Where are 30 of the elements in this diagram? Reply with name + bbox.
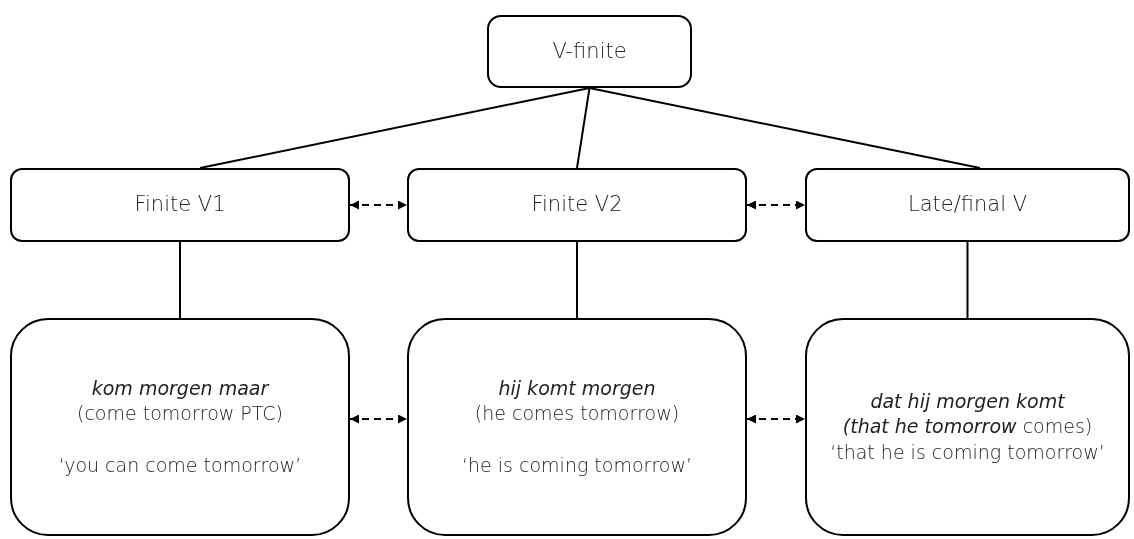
connector-line	[588, 87, 981, 169]
category-box	[407, 168, 747, 242]
example-sentence: hij komt morgen	[498, 375, 656, 401]
gloss-text: (he comes tomorrow)	[474, 401, 680, 427]
translation-text: ‘that he is coming tomorrow’	[830, 439, 1105, 465]
example-box	[805, 318, 1130, 536]
category-box	[10, 168, 350, 242]
example-sentence: kom morgen maar	[91, 375, 269, 401]
gloss-text: (that he tomorrow comes)	[842, 414, 1093, 440]
category-label: Late/final V	[907, 191, 1028, 219]
double-arrow	[349, 414, 408, 424]
category-label: Finite V2	[531, 191, 623, 219]
double-arrow	[746, 200, 806, 210]
translation-text: ‘you can come tomorrow’	[58, 452, 302, 478]
category-box	[487, 15, 692, 88]
connector-line	[199, 87, 591, 169]
connector-line	[576, 241, 578, 319]
gloss-text: (come tomorrow PTC)	[77, 401, 283, 427]
category-label: Finite V1	[134, 191, 226, 219]
connector-line	[576, 87, 591, 169]
connector-line	[179, 241, 181, 319]
example-box	[10, 318, 350, 536]
translation-text: ‘he is coming tomorrow’	[462, 452, 692, 478]
connector-line	[966, 241, 969, 319]
double-arrow	[349, 200, 408, 210]
example-box	[407, 318, 747, 536]
double-arrow	[746, 414, 806, 424]
category-label: V-finite	[552, 37, 627, 65]
category-box	[805, 168, 1130, 242]
example-sentence: dat hij morgen komt	[870, 388, 1065, 414]
